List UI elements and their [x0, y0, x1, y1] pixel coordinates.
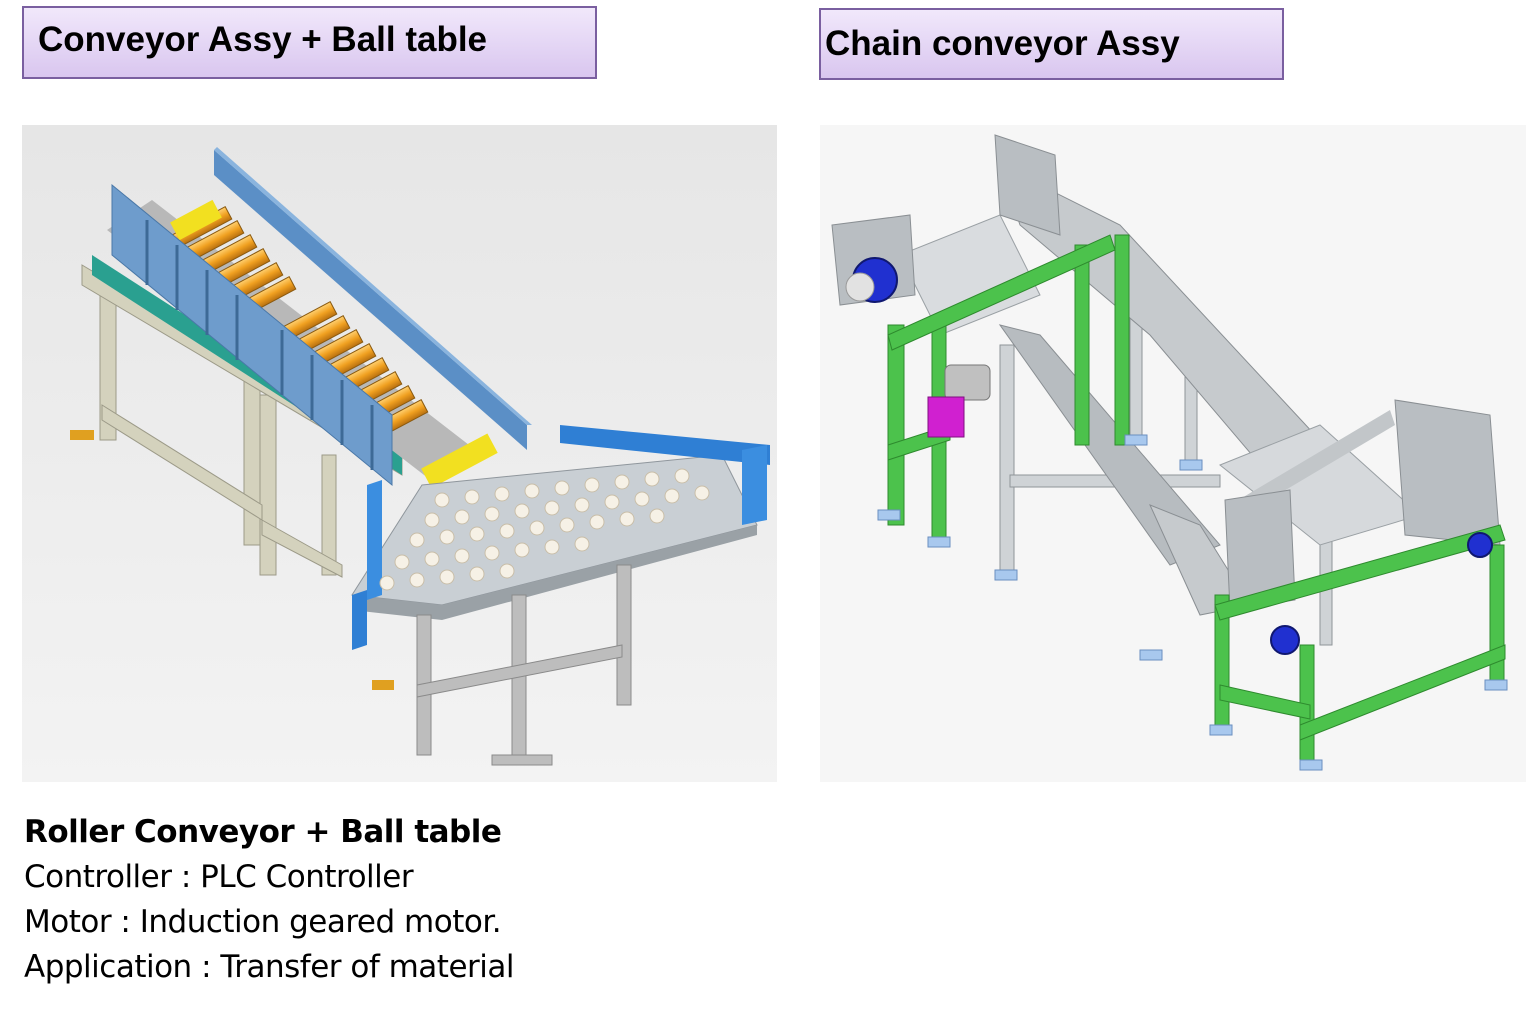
roller-conveyor-description: Roller Conveyor + Ball table Controller …: [24, 810, 724, 990]
description-heading: Roller Conveyor + Ball table: [24, 814, 502, 850]
conveyor-ball-table-title-text: Conveyor Assy + Ball table: [38, 20, 488, 59]
description-line-motor: Motor : Induction geared motor.: [24, 904, 502, 940]
chain-conveyor-illustration: [820, 125, 1526, 782]
chain-conveyor-render: [820, 125, 1526, 782]
roller-conveyor-illustration: [22, 125, 777, 782]
description-line-application: Application : Transfer of material: [24, 949, 515, 985]
description-line-controller: Controller : PLC Controller: [24, 859, 414, 895]
chain-conveyor-title-text: Chain conveyor Assy: [825, 24, 1180, 63]
chain-conveyor-title: Chain conveyor Assy: [819, 8, 1284, 80]
roller-conveyor-render: [22, 125, 777, 782]
ball-table: [351, 425, 770, 766]
conveyor-ball-table-title: Conveyor Assy + Ball table: [22, 6, 597, 79]
green-frame: [887, 234, 1506, 766]
motors: [845, 257, 1493, 655]
